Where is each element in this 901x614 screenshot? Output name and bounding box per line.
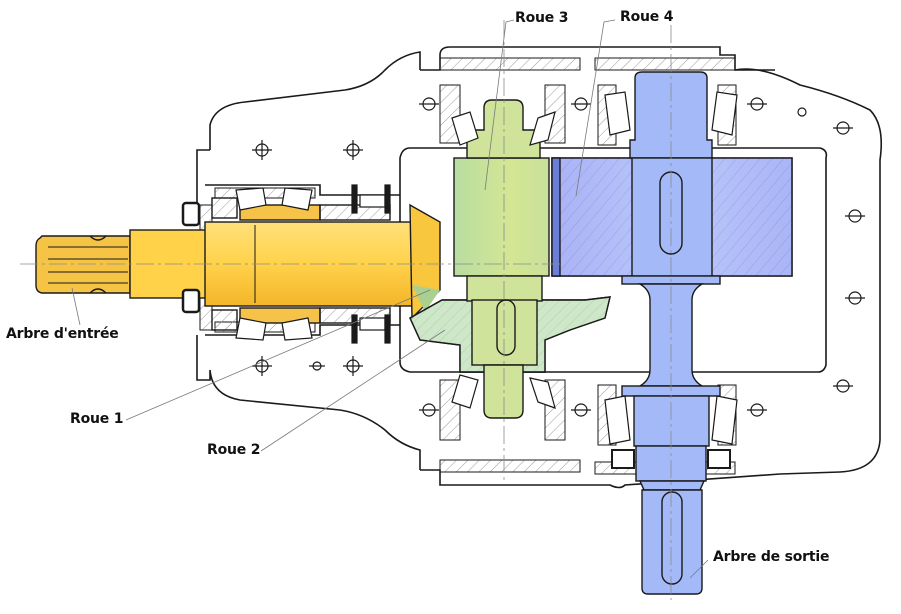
output-shaft [551, 71, 793, 595]
leader-roue3 [484, 19, 515, 191]
label-roue-4: Roue 4 [620, 9, 674, 25]
bolt-hole [252, 140, 272, 160]
label-roue-2: Roue 2 [207, 442, 261, 458]
output-bearings [604, 91, 738, 469]
bolt-hole [747, 97, 767, 111]
leader-arbre-entree [71, 287, 81, 326]
bolt-hole [833, 121, 853, 135]
label-roue-3: Roue 3 [515, 10, 569, 26]
bolt-hole [419, 97, 439, 111]
housing [196, 46, 883, 489]
bolt-hole [252, 356, 272, 376]
bolt-hole [343, 356, 363, 376]
leader-roue1 [125, 289, 431, 421]
input-seals [181, 201, 201, 314]
bolt-hole [309, 361, 325, 371]
intermediate-bearings [451, 111, 556, 409]
bolt-hole [343, 140, 363, 160]
bolt-holes [252, 97, 865, 417]
label-roue-1: Roue 1 [70, 411, 124, 427]
leader-roue2 [260, 329, 446, 452]
bolt-hole [571, 97, 591, 111]
leader-arbre-sortie [689, 559, 709, 579]
bolt-hole [797, 107, 807, 117]
label-arbre-sortie: Arbre de sortie [713, 549, 830, 565]
centre-lines [20, 20, 672, 600]
bolt-hole [833, 379, 853, 393]
bolt-hole [419, 403, 439, 417]
leader-roue4 [575, 19, 616, 197]
input-bearings [235, 184, 391, 344]
label-arbre-entree: Arbre d'entrée [6, 326, 119, 342]
leader-lines [71, 19, 709, 579]
bolt-hole [845, 209, 865, 223]
bolt-hole [747, 403, 767, 417]
bolt-hole [571, 403, 591, 417]
intermediate-shaft [409, 99, 611, 419]
bolt-hole [845, 291, 865, 305]
